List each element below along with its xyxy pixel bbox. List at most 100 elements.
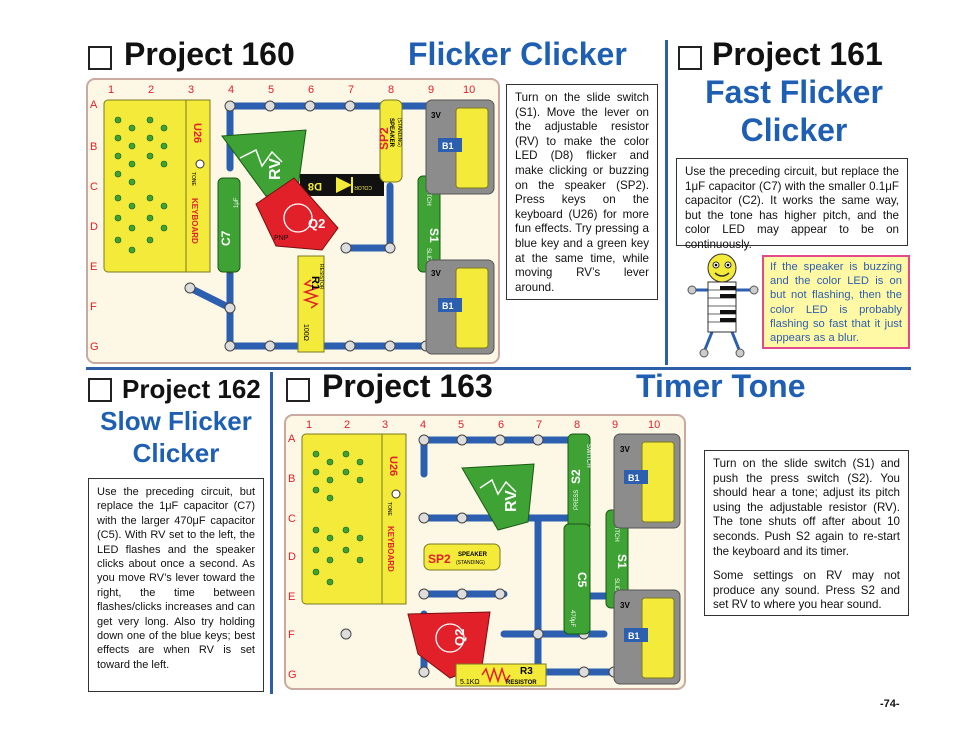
board-163-row-labels: A B C D E F G [288,433,297,681]
svg-text:8: 8 [388,84,394,96]
svg-text:2: 2 [344,419,350,431]
project-162-title: Project 162 [122,374,261,404]
svg-text:3V: 3V [431,111,441,120]
project-163-checkbox[interactable] [286,378,310,402]
svg-text:C: C [288,513,296,525]
svg-text:TONE: TONE [190,172,196,186]
project-163-text-para1: Turn on the slide switch (S1) and push t… [713,457,900,558]
board-160-row-labels: AB CD EF G [90,99,99,353]
svg-text:KEYBOARD: KEYBOARD [190,198,199,244]
project-161-text: Use the preceding circuit, but replace t… [676,158,908,251]
svg-text:COLOR: COLOR [354,184,372,190]
svg-text:Q2: Q2 [452,629,467,646]
svg-text:B: B [288,473,295,485]
svg-text:SPEAKER: SPEAKER [388,118,394,148]
project-160-subtitle: Flicker Clicker [408,36,627,72]
svg-text:SWITCH: SWITCH [613,518,619,542]
svg-text:3V: 3V [431,269,441,278]
svg-text:B1: B1 [628,473,640,483]
svg-text:10: 10 [463,84,475,96]
svg-text:10: 10 [648,419,660,431]
svg-text:B1: B1 [442,141,454,151]
svg-text:(STANDING): (STANDING) [396,118,402,147]
svg-text:1: 1 [306,419,312,431]
svg-text:E: E [90,261,97,273]
project-161-title: Project 161 [712,36,883,72]
svg-text:3V: 3V [620,445,630,454]
svg-text:1: 1 [108,84,114,96]
svg-text:E: E [288,591,295,603]
svg-text:SP2: SP2 [428,552,451,566]
svg-text:SWITCH: SWITCH [425,182,431,206]
svg-text:Q2: Q2 [308,216,325,231]
svg-text:R3: R3 [520,666,533,677]
svg-text:A: A [288,433,296,445]
svg-text:RV: RV [503,490,520,512]
svg-text:5: 5 [268,84,274,96]
project-162-checkbox[interactable] [88,378,112,402]
project-161-subtitle-line2: Clicker [740,112,848,148]
svg-text:4: 4 [420,419,426,431]
svg-text:2: 2 [148,84,154,96]
project-160-checkbox[interactable] [88,46,112,70]
svg-text:SP2: SP2 [377,127,391,150]
project-160-title: Project 160 [124,36,295,72]
svg-text:B1: B1 [442,301,454,311]
svg-text:SLIDE: SLIDE [425,248,431,265]
divider-vertical-top [665,40,668,365]
svg-text:C7: C7 [219,230,233,246]
svg-text:9: 9 [428,84,434,96]
svg-text:RV: RV [267,158,284,180]
svg-text:4: 4 [228,84,234,96]
svg-text:100Ω: 100Ω [302,324,309,341]
svg-text:D8: D8 [308,180,322,192]
project-162-text: Use the preceding circuit, but replace t… [88,478,264,692]
svg-text:3V: 3V [620,601,630,610]
svg-text:(STANDING): (STANDING) [456,560,485,566]
svg-text:A: A [90,99,98,111]
page-number: -74- [880,698,900,710]
svg-text:8: 8 [574,419,580,431]
svg-text:7: 7 [348,84,354,96]
svg-text:F: F [90,301,97,313]
project-162-subtitle-line2: Clicker [132,438,220,468]
divider-vertical-bottom [270,372,273,694]
svg-text:SPEAKER: SPEAKER [458,552,488,558]
keyboard-mascot-illustration [687,253,759,358]
svg-text:S1: S1 [427,228,441,243]
svg-text:C5: C5 [575,572,589,588]
svg-text:6: 6 [498,419,504,431]
svg-text:1μF: 1μF [234,197,240,208]
svg-text:D: D [288,551,296,563]
project-163-text: Turn on the slide switch (S1) and push t… [704,450,909,616]
project-161-checkbox[interactable] [678,46,702,70]
svg-text:B1: B1 [628,631,640,641]
svg-text:KEYBOARD: KEYBOARD [386,526,395,572]
svg-text:5: 5 [458,419,464,431]
svg-text:5.1KΩ: 5.1KΩ [460,679,480,686]
project-160-text: Turn on the slide switch (S1). Move the … [506,84,658,300]
svg-text:G: G [288,669,297,681]
svg-text:C: C [90,181,98,193]
svg-text:R1: R1 [309,276,321,290]
project-161-subtitle-line1: Fast Flicker [705,74,883,110]
svg-text:RESISTOR: RESISTOR [318,264,324,290]
svg-text:PRESS: PRESS [574,490,580,510]
project-163-text-para2: Some settings on RV may not produce any … [713,569,900,612]
divider-horizontal-middle [86,367,911,370]
svg-text:U26: U26 [387,456,399,476]
svg-text:F: F [288,629,295,641]
svg-text:PNP: PNP [274,235,289,242]
svg-text:TONE: TONE [386,502,392,516]
svg-text:S2: S2 [569,469,583,484]
svg-text:B: B [90,141,97,153]
svg-text:D: D [90,221,98,233]
svg-text:7: 7 [536,419,542,431]
svg-text:9: 9 [612,419,618,431]
svg-text:470μF: 470μF [569,610,575,627]
svg-text:3: 3 [188,84,194,96]
